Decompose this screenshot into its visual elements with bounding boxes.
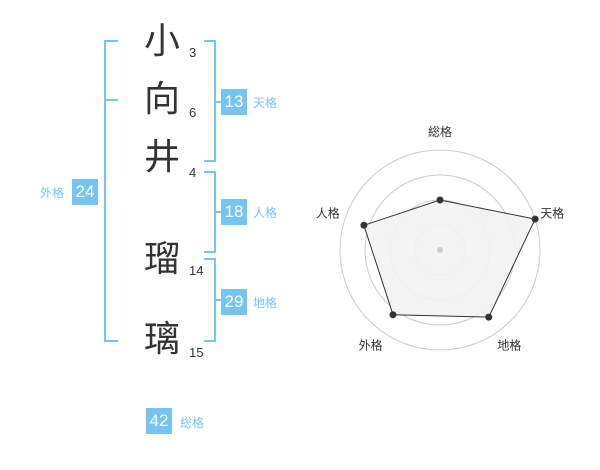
radar-point — [436, 196, 444, 204]
name-char-4: 瑠 — [143, 239, 180, 280]
name-char-2: 向 — [143, 79, 180, 120]
jinkaku-connector — [214, 211, 222, 213]
radar-points — [360, 196, 539, 321]
radar-point — [389, 311, 397, 319]
name-char-1: 小 — [143, 21, 180, 62]
name-char-3: 井 — [143, 137, 180, 178]
soukaku-label: 総格 — [180, 416, 205, 430]
chikaku-connector — [214, 299, 222, 301]
soukaku-value-badge: 42 — [146, 408, 172, 434]
stroke-count-3: 4 — [189, 165, 197, 180]
chikaku-label: 地格 — [253, 296, 278, 310]
radar-point — [485, 313, 493, 321]
stroke-count-2: 6 — [189, 105, 197, 120]
gaikaku-label: 外格 — [40, 186, 65, 200]
gaikaku-bracket-tick — [104, 99, 118, 101]
stroke-count-5: 15 — [189, 345, 204, 360]
radar-axis-label: 人格 — [316, 206, 340, 221]
radar-axis-label: 天格 — [540, 206, 564, 221]
radar-axis-label: 地格 — [497, 338, 521, 353]
gaikaku-value-badge: 24 — [72, 179, 98, 205]
stroke-count-1: 3 — [189, 45, 197, 60]
name-char-5: 璃 — [143, 319, 180, 360]
tenkaku-value-badge: 13 — [221, 89, 247, 115]
radar-point — [531, 215, 539, 223]
radar-axis-label: 総格 — [428, 124, 452, 139]
stroke-count-4: 14 — [189, 263, 204, 278]
radar-ring — [339, 149, 541, 351]
jinkaku-value-badge: 18 — [221, 199, 247, 225]
radar-point — [360, 221, 368, 229]
gaikaku-bracket — [104, 40, 118, 342]
tenkaku-connector — [214, 101, 222, 103]
radar-axis-label: 外格 — [359, 338, 383, 353]
tenkaku-label: 天格 — [253, 96, 278, 110]
chikaku-value-badge: 29 — [221, 289, 247, 315]
radar-center-dot — [437, 247, 443, 253]
jinkaku-label: 人格 — [253, 206, 278, 220]
radar-series-polygon — [363, 199, 536, 318]
